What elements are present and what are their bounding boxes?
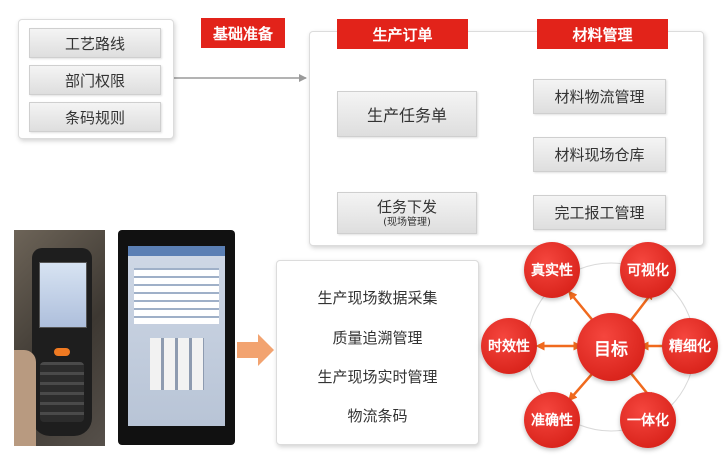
task-issue-sublabel: (现场管理) bbox=[383, 216, 431, 228]
tablet-photo bbox=[118, 230, 235, 445]
goal-visualization-circle: 可视化 bbox=[620, 242, 676, 298]
function-item: 生产现场实时管理 bbox=[317, 368, 438, 386]
functions-panel: 生产现场数据采集 质量追溯管理 生产现场实时管理 物流条码 bbox=[276, 260, 479, 445]
goal-authenticity-circle: 真实性 bbox=[524, 242, 580, 298]
material-management-tag: 材料管理 bbox=[537, 19, 668, 49]
goal-center-circle: 目标 bbox=[577, 313, 645, 381]
devices-to-functions-arrow bbox=[237, 334, 274, 366]
goal-timeliness-circle: 时效性 bbox=[481, 318, 537, 374]
task-issue-label: 任务下发 bbox=[376, 197, 437, 216]
function-item: 生产现场数据采集 bbox=[317, 289, 438, 307]
goal-refinement-circle: 精细化 bbox=[662, 318, 718, 374]
tablet-screen-keypad bbox=[150, 338, 204, 390]
production-task-box: 生产任务单 bbox=[337, 91, 477, 137]
goal-integration-circle: 一体化 bbox=[620, 392, 676, 448]
material-logistics-box: 材料物流管理 bbox=[533, 79, 666, 114]
handheld-scanner-photo bbox=[14, 230, 105, 446]
completion-report-box: 完工报工管理 bbox=[533, 195, 666, 230]
material-warehouse-box: 材料现场仓库 bbox=[533, 137, 666, 172]
scanner-orange-key bbox=[54, 348, 70, 356]
department-permission-box: 部门权限 bbox=[29, 65, 161, 95]
tablet-screen bbox=[128, 246, 225, 426]
production-order-tag: 生产订单 bbox=[337, 19, 468, 49]
function-item: 质量追溯管理 bbox=[332, 329, 423, 347]
basics-tag: 基础准备 bbox=[201, 18, 285, 48]
barcode-rule-box: 条码规则 bbox=[29, 102, 161, 132]
function-item: 物流条码 bbox=[347, 407, 408, 425]
scanner-hand bbox=[14, 350, 36, 446]
scanner-screen bbox=[39, 262, 87, 328]
process-route-box: 工艺路线 bbox=[29, 28, 161, 58]
task-issue-box: 任务下发 (现场管理) bbox=[337, 192, 477, 234]
tablet-screen-form bbox=[134, 268, 219, 324]
scanner-keypad bbox=[40, 362, 84, 422]
tablet-screen-header bbox=[128, 246, 225, 256]
goal-accuracy-circle: 准确性 bbox=[524, 392, 580, 448]
